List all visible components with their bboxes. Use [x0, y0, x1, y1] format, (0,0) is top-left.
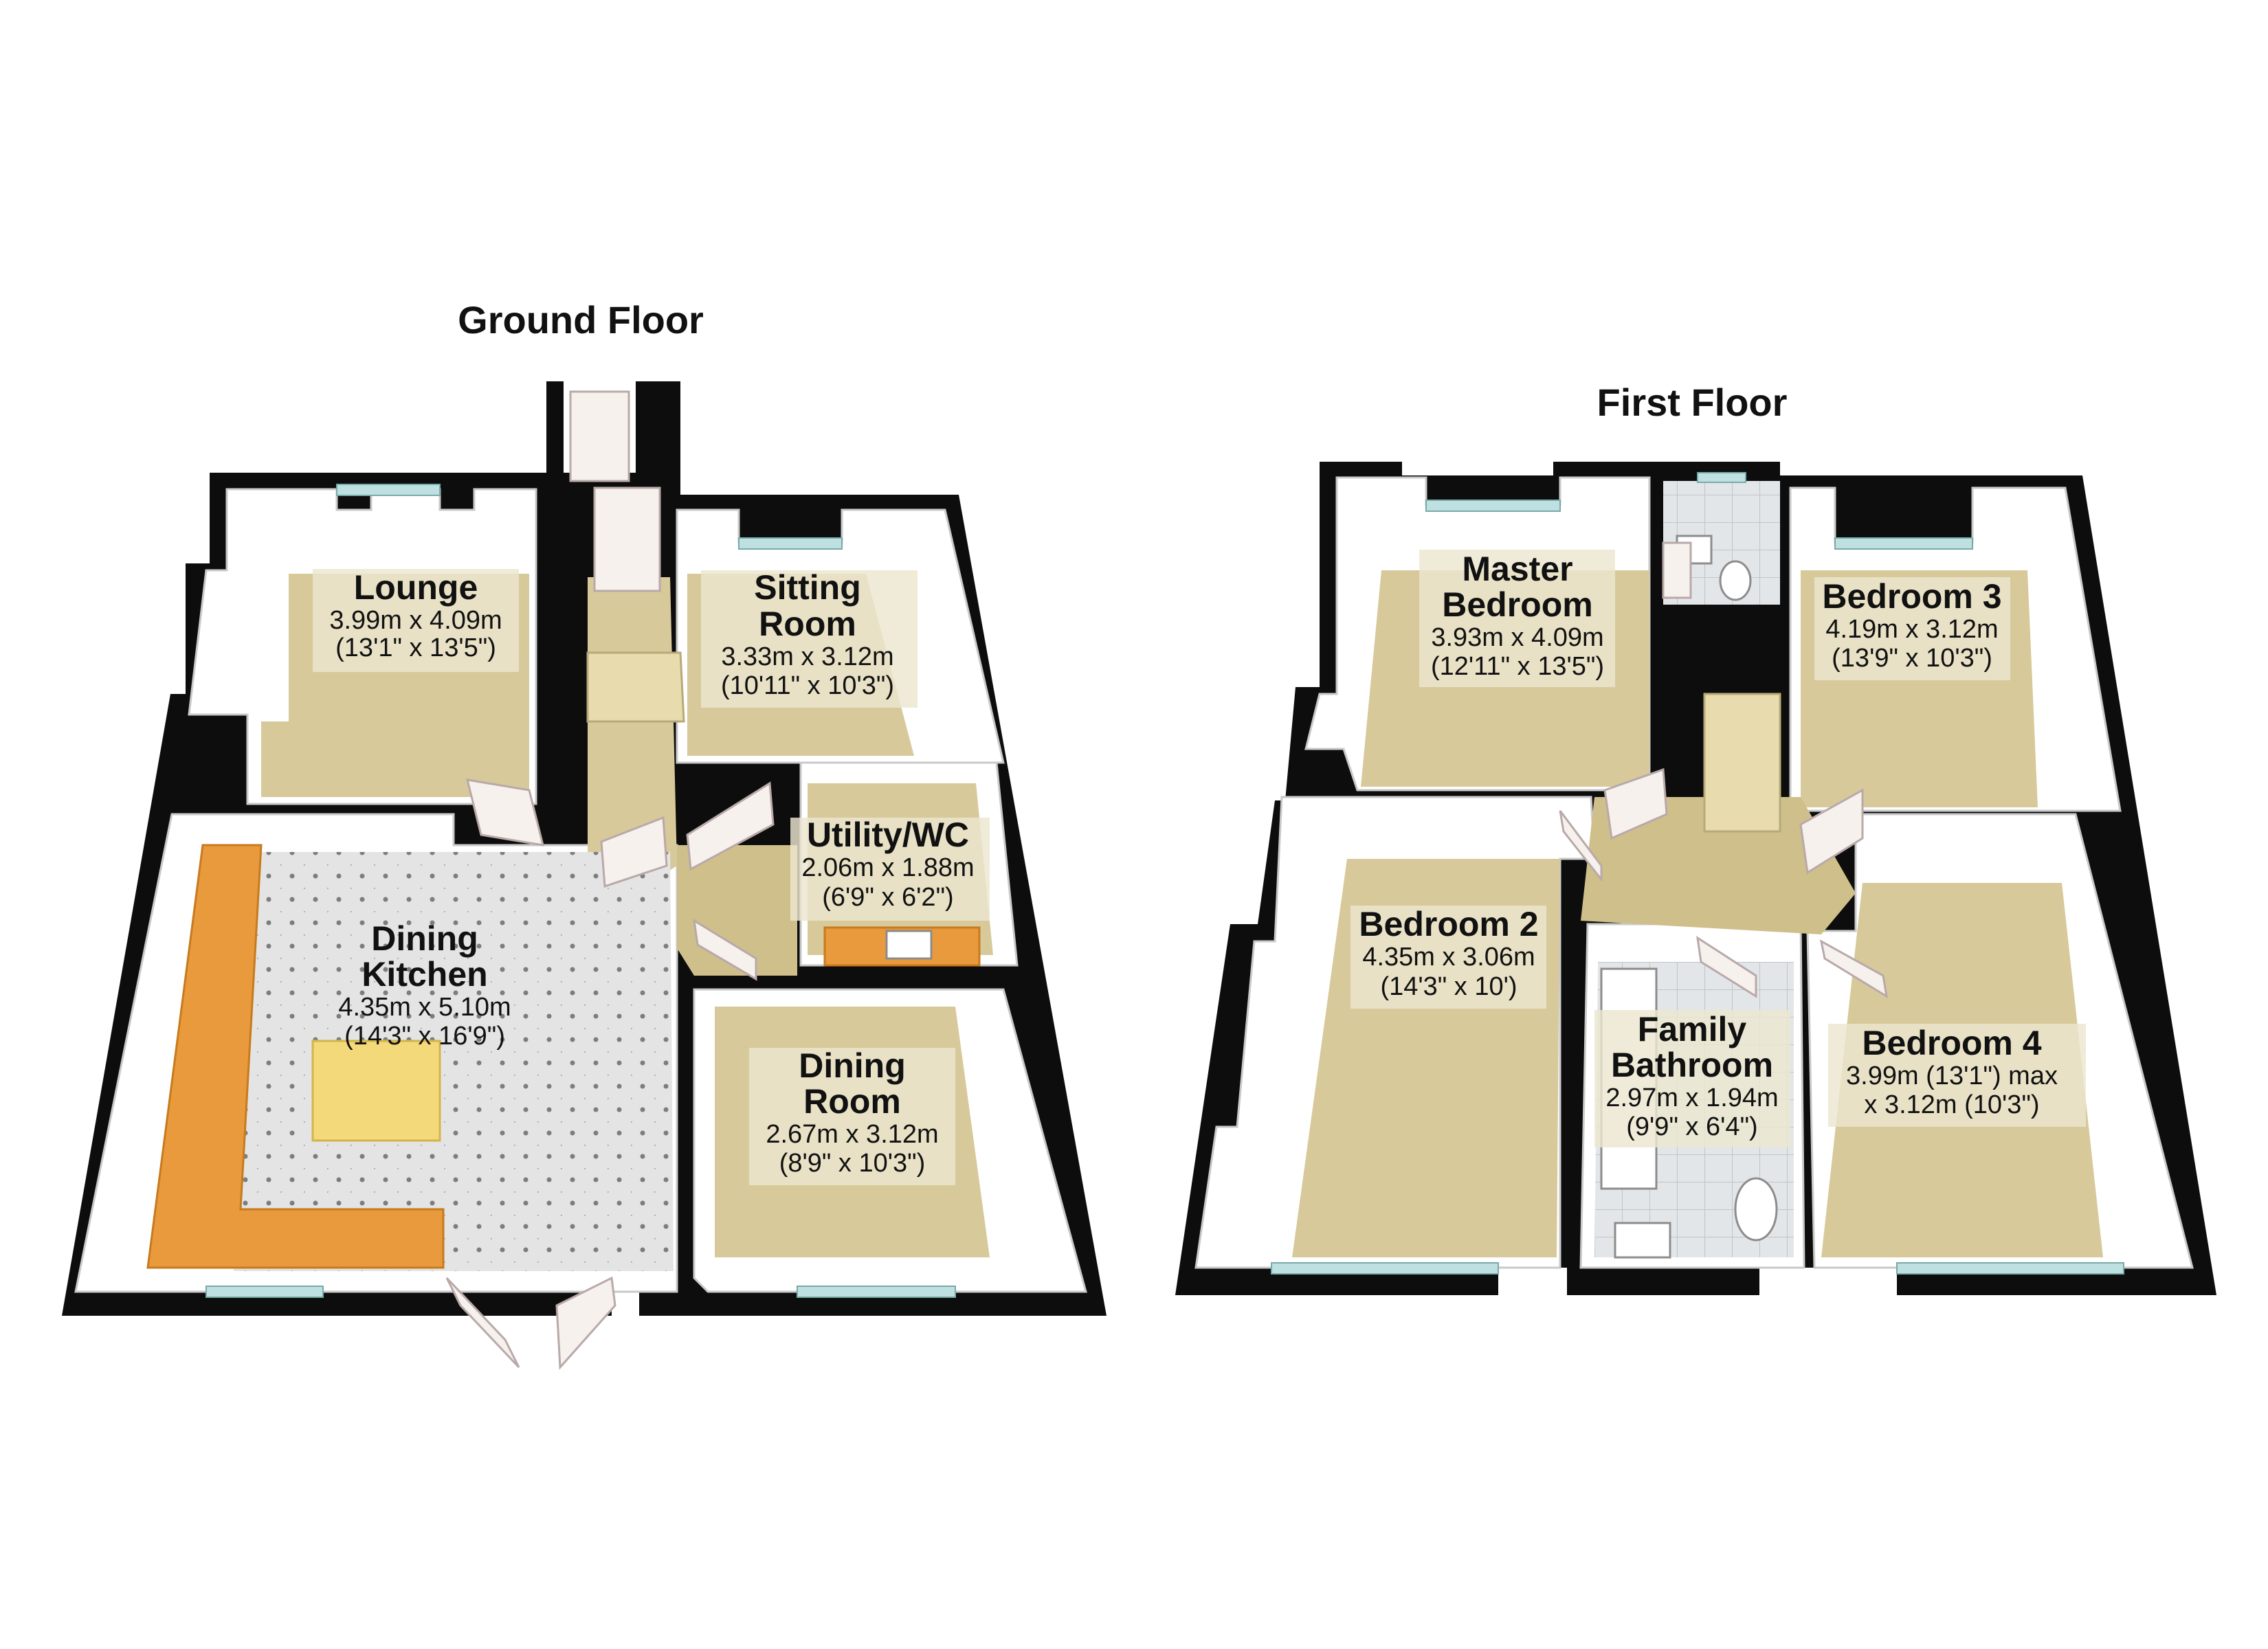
- label-background: [1814, 577, 2010, 680]
- room-name: Bedroom 3: [1822, 577, 2001, 616]
- room-dimension-imperial: (13'1" x 13'5"): [335, 633, 496, 662]
- kitchen-door[interactable]: [600, 816, 668, 888]
- room-dimension-imperial: (8'9" x 10'3"): [779, 1149, 926, 1178]
- ensuite-door[interactable]: [1662, 541, 1692, 599]
- room-name: Bedroom 2: [1359, 905, 1538, 943]
- label-background: [749, 1048, 955, 1185]
- room-name-line-1: Family: [1638, 1010, 1747, 1048]
- room-dimension-metric: 2.06m x 1.88m: [801, 853, 974, 882]
- sitting-room-door[interactable]: [686, 781, 775, 871]
- ground-staircase: [586, 651, 685, 723]
- ensuite-floor: [1663, 481, 1780, 605]
- room-dimension-metric: 2.67m x 3.12m: [766, 1120, 938, 1149]
- room-dimension-imperial: (6'9" x 6'2"): [822, 883, 953, 912]
- label-background: [701, 570, 918, 708]
- front-door[interactable]: [569, 390, 630, 482]
- room-dimension-imperial: x 3.12m (10'3"): [1864, 1090, 2039, 1119]
- room-name: Utility/WC: [807, 816, 969, 854]
- label-background: [1828, 1024, 2086, 1127]
- patio-door-left[interactable]: [445, 1277, 520, 1369]
- dining-room-door[interactable]: [693, 919, 757, 981]
- room-label-master-bedroom: Master Bedroom 3.93m x 4.09m (12'11" x 1…: [1419, 550, 1615, 687]
- room-dimension-imperial: (10'11" x 10'3"): [721, 671, 894, 700]
- room-label-bedroom-4: Bedroom 4 3.99m (13'1") max x 3.12m (10'…: [1828, 1024, 2086, 1127]
- lounge-door[interactable]: [465, 778, 545, 846]
- bedroom3-door[interactable]: [1799, 788, 1864, 875]
- kitchen-island: [311, 1040, 441, 1142]
- room-dimension-metric: 4.19m x 3.12m: [1825, 615, 1998, 644]
- room-name: Lounge: [354, 568, 478, 607]
- label-background: [313, 569, 519, 672]
- room-label-utility-wc: Utility/WC 2.06m x 1.88m (6'9" x 6'2"): [790, 816, 990, 921]
- room-dimension-metric: 4.35m x 3.06m: [1362, 943, 1535, 972]
- room-dimension-metric: 3.33m x 3.12m: [721, 642, 893, 671]
- room-name: Bedroom 4: [1862, 1024, 2041, 1062]
- room-label-sitting-room: Sitting Room 3.33m x 3.12m (10'11" x 10'…: [701, 568, 918, 708]
- lounge-window: [336, 484, 441, 496]
- bedroom4-window: [1896, 1262, 2124, 1275]
- dining-kitchen-floor: [227, 852, 674, 1271]
- dining-room-window: [797, 1286, 956, 1298]
- bedroom2-door[interactable]: [1559, 810, 1603, 883]
- label-background: [790, 818, 990, 921]
- room-name-line-2: Bedroom: [1442, 585, 1592, 624]
- room-label-dining-room: Dining Room 2.67m x 3.12m (8'9" x 10'3"): [749, 1046, 955, 1185]
- room-dimension-metric: 3.99m x 4.09m: [329, 606, 502, 635]
- ensuite-toilet-icon: [1719, 560, 1752, 601]
- room-dimension-metric: 3.93m x 4.09m: [1431, 623, 1603, 652]
- kitchen-counter: [146, 844, 445, 1269]
- ground-floor-plan: Ground Floor: [62, 298, 1107, 1370]
- bathroom-sink-icon: [1614, 1222, 1671, 1259]
- patio-door-right[interactable]: [555, 1276, 616, 1370]
- master-bedroom-window: [1425, 500, 1561, 512]
- room-name-line-2: Room: [803, 1082, 901, 1121]
- hall-inner-door[interactable]: [593, 486, 661, 592]
- bedroom2-window: [1271, 1262, 1499, 1275]
- room-dimension-imperial: (13'9" x 10'3"): [1832, 644, 1992, 673]
- label-background: [1350, 906, 1546, 1009]
- room-name-line-1: Sitting: [754, 568, 861, 607]
- landing-floor: [1581, 797, 1856, 934]
- room-name-line-1: Master: [1462, 550, 1572, 588]
- room-dimension-imperial: (9'9" x 6'4"): [1626, 1112, 1757, 1141]
- master-bedroom-door[interactable]: [1603, 767, 1668, 840]
- room-label-bedroom-3: Bedroom 3 4.19m x 3.12m (13'9" x 10'3"): [1814, 577, 2010, 680]
- room-label-dining-kitchen: Dining Kitchen 4.35m x 5.10m (14'3" x 16…: [338, 919, 511, 1051]
- room-dimension-imperial: (14'3" x 16'9"): [344, 1022, 505, 1051]
- room-name-line-2: Bathroom: [1611, 1046, 1773, 1084]
- room-name-line-1: Dining: [799, 1046, 906, 1085]
- room-name-line-1: Dining: [371, 919, 478, 958]
- room-name-line-2: Room: [759, 605, 856, 643]
- ground-floor-title: Ground Floor: [458, 298, 704, 341]
- room-dimension-metric: 2.97m x 1.94m: [1605, 1084, 1778, 1112]
- room-label-family-bathroom: Family Bathroom 2.97m x 1.94m (9'9" x 6'…: [1594, 1010, 1790, 1147]
- room-label-lounge: Lounge 3.99m x 4.09m (13'1" x 13'5"): [313, 568, 519, 672]
- bedroom4-door[interactable]: [1819, 939, 1889, 998]
- sitting-room-window: [738, 537, 843, 550]
- bedroom3-window: [1834, 537, 1973, 550]
- room-label-bedroom-2: Bedroom 2 4.35m x 3.06m (14'3" x 10'): [1350, 905, 1546, 1009]
- label-background: [1594, 1010, 1790, 1147]
- bathroom-door[interactable]: [1696, 935, 1757, 998]
- room-dimension-imperial: (14'3" x 10'): [1380, 972, 1517, 1001]
- label-background: [1419, 550, 1615, 687]
- kitchen-window: [205, 1286, 324, 1298]
- utility-sink-icon: [885, 930, 933, 960]
- first-floor-plan: First Floor: [1175, 381, 2216, 1295]
- room-dimension-metric: 4.35m x 5.10m: [338, 993, 511, 1022]
- room-name-line-2: Kitchen: [362, 955, 487, 994]
- first-floor-staircase: [1703, 693, 1781, 833]
- first-floor-title: First Floor: [1597, 381, 1788, 424]
- ensuite-window: [1697, 472, 1746, 483]
- room-dimension-imperial: (12'11" x 13'5"): [1431, 652, 1604, 681]
- room-dimension-metric: 3.99m (13'1") max: [1846, 1062, 2058, 1090]
- toilet-icon: [1734, 1177, 1778, 1242]
